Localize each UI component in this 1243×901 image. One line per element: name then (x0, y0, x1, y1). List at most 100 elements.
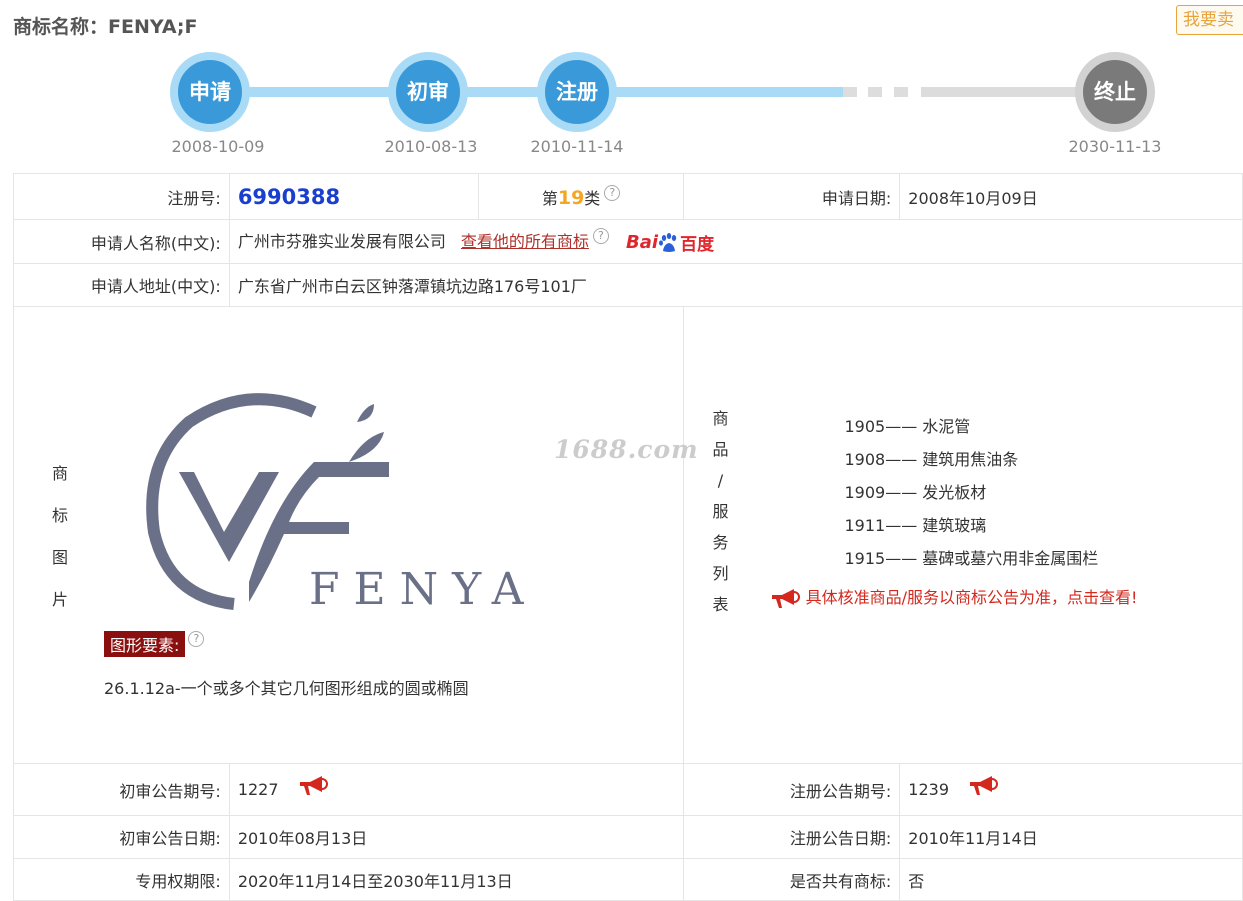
address-value: 广东省广州市白云区钟落潭镇坑边路176号101厂 (228, 263, 1243, 307)
table-row: 申请人名称(中文): 广州市芬雅实业发展有限公司 查看他的所有商标? Bai 百… (13, 219, 1243, 264)
list-item: 1911—— 建筑玻璃 (844, 509, 1098, 542)
reg-no-value: 6990388 (237, 184, 341, 209)
logo-text: FENYA (309, 564, 538, 612)
label-char: 片 (51, 590, 68, 609)
apply-date-value: 2008年10月09日 (899, 173, 1243, 220)
help-icon[interactable]: ? (188, 631, 205, 647)
title-label: 商标名称： (13, 16, 109, 38)
goods-code: 1905—— (844, 417, 918, 436)
timeline-step-terminate: 终止 (1075, 52, 1155, 132)
figure-badge: 图形要素: (104, 631, 186, 657)
reg-pub-no-label: 注册公告期号: (683, 763, 901, 816)
label-char: 列 (712, 564, 729, 583)
help-icon[interactable]: ? (604, 184, 621, 201)
list-item: 1905—— 水泥管 (844, 410, 1098, 443)
figure-code: 26.1.12a-一个或多个其它几何图形组成的圆或椭圆 (104, 679, 469, 698)
trademark-logo-image: FENYA (146, 393, 538, 612)
table-row: 注册号: 6990388 第19类? 申请日期: 2008年10月09日 (13, 173, 1243, 220)
baidu-paw-icon (659, 232, 677, 252)
megaphone-icon[interactable] (298, 775, 328, 797)
class-suffix: 类 (584, 188, 601, 208)
table-row: 初审公告期号: 1227 注册公告期号: 1239 (13, 763, 1243, 816)
goods-name: 墓碑或墓穴用非金属围栏 (922, 549, 1099, 568)
label-char: / (717, 471, 724, 490)
figure-elements: 图形要素:? (104, 631, 205, 657)
reg-pub-date-label: 注册公告日期: (683, 815, 901, 859)
reg-pub-no-cell: 1239 (899, 763, 1243, 816)
list-item: 1915—— 墓碑或墓穴用非金属围栏 (844, 542, 1098, 575)
label-char: 标 (51, 506, 68, 525)
goods-notice-link[interactable]: 具体核准商品/服务以商标公告为准，点击查看! (805, 588, 1138, 607)
megaphone-icon (772, 588, 801, 608)
table-row: 初审公告日期: 2010年08月13日 注册公告日期: 2010年11月14日 (13, 815, 1243, 859)
help-icon[interactable]: ? (592, 228, 609, 244)
applicant-cell: 广州市芬雅实业发展有限公司 查看他的所有商标? Bai 百度 (228, 219, 1243, 264)
goods-code: 1911—— (844, 516, 918, 535)
timeline-step-register: 注册 (537, 52, 617, 132)
goods-code: 1909—— (844, 483, 918, 502)
goods-code: 1915—— (844, 549, 918, 568)
timeline-date-apply: 2008-10-09 (171, 137, 265, 156)
class-number: 19 (557, 186, 585, 209)
label-char: 商 (51, 464, 68, 483)
timeline-progress-bar (210, 87, 843, 97)
image-cell: 商 标 图 片 FENYA 1688.com 图形要素:? 26.1.12a-一… (12, 306, 698, 764)
timeline-dash (868, 87, 882, 97)
exclusive-label: 专用权期限: (13, 858, 230, 901)
label-char: 商 (712, 409, 729, 428)
baidu-bai: Bai (626, 232, 659, 253)
all-marks-link[interactable]: 查看他的所有商标 (460, 232, 589, 251)
timeline-dash (894, 87, 908, 97)
label-char: 表 (712, 595, 729, 614)
timeline-dash (843, 87, 857, 97)
applicant-label: 申请人名称(中文): (13, 219, 230, 264)
timeline-step-prelim: 初审 (388, 52, 468, 132)
prelim-no-label: 初审公告期号: (13, 763, 230, 816)
goods-name: 发光板材 (922, 483, 987, 502)
goods-name: 水泥管 (922, 417, 971, 436)
trademark-info-table: 注册号: 6990388 第19类? 申请日期: 2008年10月09日 申请人… (12, 173, 1243, 901)
address-label: 申请人地址(中文): (13, 263, 230, 307)
list-item: 1909—— 发光板材 (844, 476, 1098, 509)
megaphone-icon[interactable] (968, 775, 999, 797)
timeline-date-prelim: 2010-08-13 (384, 137, 478, 156)
reg-pub-date-value: 2010年11月14日 (899, 815, 1243, 859)
label-char: 服 (712, 502, 729, 521)
shared-label: 是否共有商标: (683, 858, 901, 901)
shared-value: 否 (899, 858, 1243, 901)
goods-cell: 商 品 / 服 务 列 表 1905—— 水泥管 1908—— 建筑用焦油条 1… (683, 306, 1243, 764)
timeline-date-terminate: 2030-11-13 (1068, 137, 1162, 156)
class-cell: 第19类? (477, 173, 685, 220)
list-item: 1908—— 建筑用焦油条 (844, 443, 1098, 476)
baidu-search-link[interactable]: Bai 百度 (626, 230, 714, 255)
page-title: 商标名称：FENYA;F (13, 12, 197, 39)
sell-button[interactable]: 我要卖 (1176, 5, 1243, 35)
table-row: 专用权期限: 2020年11月14日至2030年11月13日 是否共有商标: 否 (13, 858, 1243, 901)
label-char: 图 (51, 548, 68, 567)
goods-name: 建筑玻璃 (922, 516, 987, 535)
applicant-value: 广州市芬雅实业发展有限公司 (237, 232, 446, 251)
table-row: 申请人地址(中文): 广东省广州市白云区钟落潭镇坑边路176号101厂 (13, 263, 1243, 307)
timeline-date-register: 2010-11-14 (530, 137, 624, 156)
reg-pub-no-value: 1239 (908, 780, 949, 799)
goods-label: 商 品 / 服 务 列 表 (710, 403, 730, 620)
prelim-date-label: 初审公告日期: (13, 815, 230, 859)
goods-code: 1908—— (844, 450, 918, 469)
title-value: FENYA;F (108, 16, 198, 38)
class-prefix: 第 (541, 188, 558, 208)
goods-notice-row[interactable]: 具体核准商品/服务以商标公告为准，点击查看! (770, 584, 1137, 610)
goods-list: 1905—— 水泥管 1908—— 建筑用焦油条 1909—— 发光板材 191… (844, 410, 1098, 575)
label-char: 品 (712, 440, 729, 459)
timeline-remaining-bar (921, 87, 1114, 97)
label-char: 务 (712, 533, 729, 552)
baidu-du: 百度 (680, 235, 715, 255)
apply-date-label: 申请日期: (683, 173, 901, 220)
image-label: 商 标 图 片 (50, 453, 70, 621)
goods-name: 建筑用焦油条 (922, 450, 1019, 469)
exclusive-value: 2020年11月14日至2030年11月13日 (228, 858, 685, 901)
prelim-no-value: 1227 (237, 780, 279, 799)
prelim-no-cell: 1227 (228, 763, 685, 816)
prelim-date-value: 2010年08月13日 (228, 815, 685, 859)
watermark-text: 1688.com (554, 435, 699, 464)
reg-no-label: 注册号: (13, 173, 230, 220)
